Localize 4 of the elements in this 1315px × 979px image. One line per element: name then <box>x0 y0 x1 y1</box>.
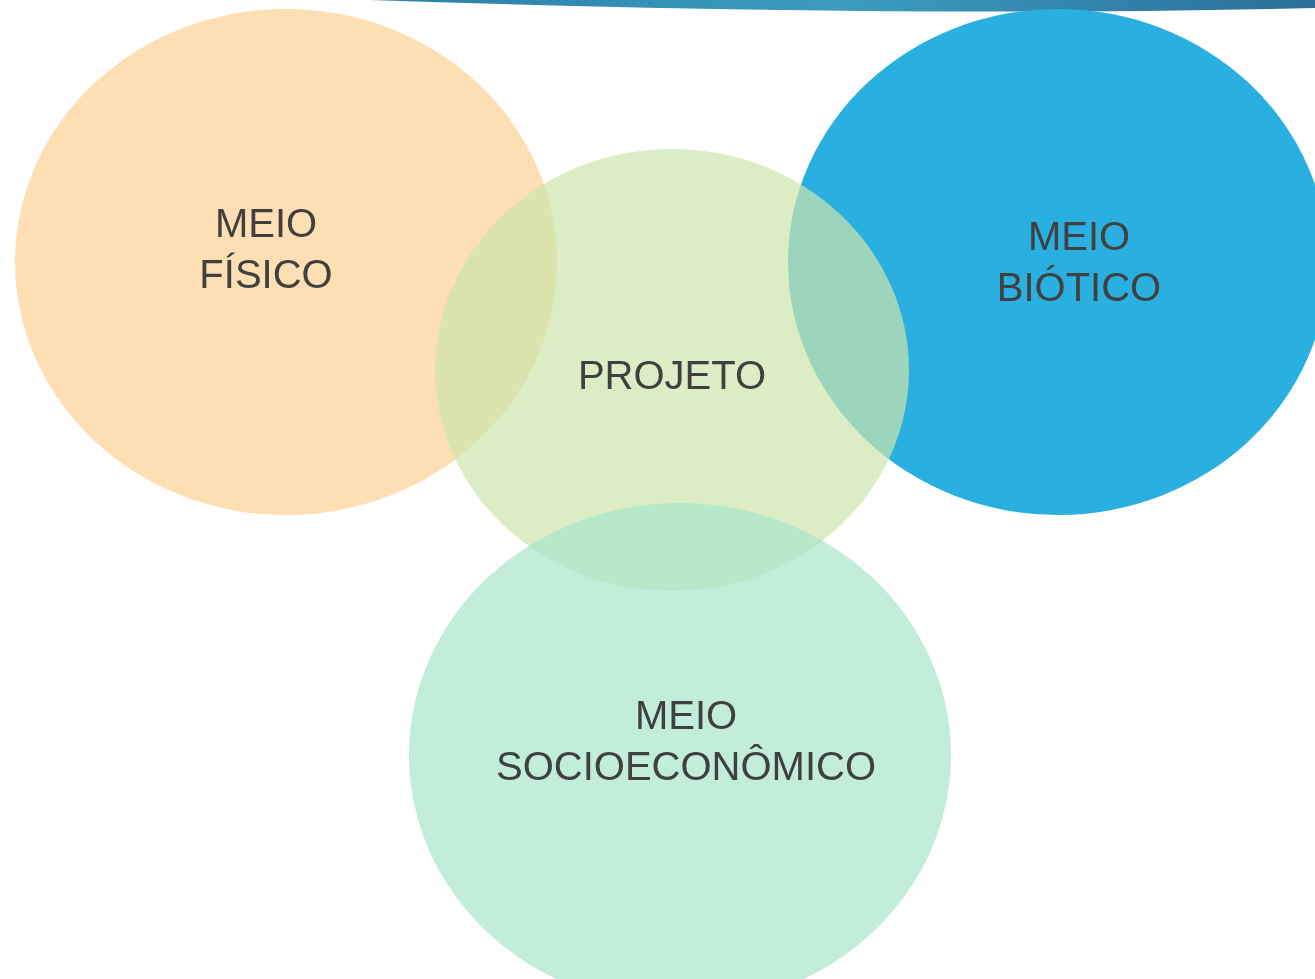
circle-label: PROJETO <box>577 351 767 399</box>
circle-label: MEIO FÍSICO <box>199 200 333 298</box>
circle-label: MEIO SOCIOECONÔMICO <box>496 692 876 790</box>
circle-label: MEIO BIÓTICO <box>996 213 1162 311</box>
